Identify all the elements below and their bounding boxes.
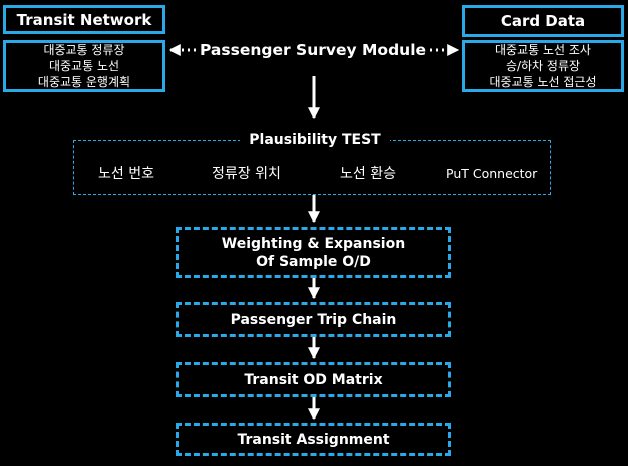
weighting-line-2: Of Sample O/D bbox=[256, 253, 371, 270]
weighting-expansion-box: Weighting & Expansion Of Sample O/D bbox=[176, 227, 451, 278]
plausibility-title: Plausibility TEST bbox=[240, 130, 390, 150]
transit-network-item: 대중교통 노선 bbox=[48, 59, 120, 73]
assignment-label: Transit Assignment bbox=[237, 431, 390, 448]
card-data-item: 승/하차 정류장 bbox=[505, 59, 581, 73]
od-matrix-label: Transit OD Matrix bbox=[244, 371, 383, 388]
transit-network-item: 대중교통 정류장 bbox=[43, 43, 125, 57]
transit-network-item: 대중교통 운행계획 bbox=[37, 75, 131, 89]
od-matrix-box: Transit OD Matrix bbox=[176, 362, 451, 397]
check-route-transfer: 노선 환승 bbox=[340, 166, 396, 182]
check-stop-location: 정류장 위치 bbox=[212, 166, 281, 182]
transit-network-title: Transit Network bbox=[16, 10, 152, 29]
weighting-line-1: Weighting & Expansion bbox=[221, 235, 406, 252]
card-data-title-box: Card Data bbox=[462, 5, 624, 37]
card-data-item: 대중교통 노선 조사 bbox=[495, 43, 591, 57]
assignment-box: Transit Assignment bbox=[176, 423, 451, 456]
card-data-item: 대중교통 노선 접근성 bbox=[489, 75, 597, 89]
trip-chain-box: Passenger Trip Chain bbox=[176, 302, 451, 337]
card-data-title: Card Data bbox=[500, 12, 586, 30]
transit-network-title-box: Transit Network bbox=[3, 5, 165, 34]
survey-module-label: Passenger Survey Module bbox=[199, 41, 427, 59]
card-data-list-box: 대중교통 노선 조사 승/하차 정류장 대중교통 노선 접근성 bbox=[462, 40, 624, 92]
trip-chain-label: Passenger Trip Chain bbox=[230, 311, 397, 328]
check-route-number: 노선 번호 bbox=[98, 166, 154, 182]
transit-network-list-box: 대중교통 정류장 대중교통 노선 대중교통 운행계획 bbox=[3, 40, 165, 92]
check-put-connector: PuT Connector bbox=[446, 165, 538, 181]
